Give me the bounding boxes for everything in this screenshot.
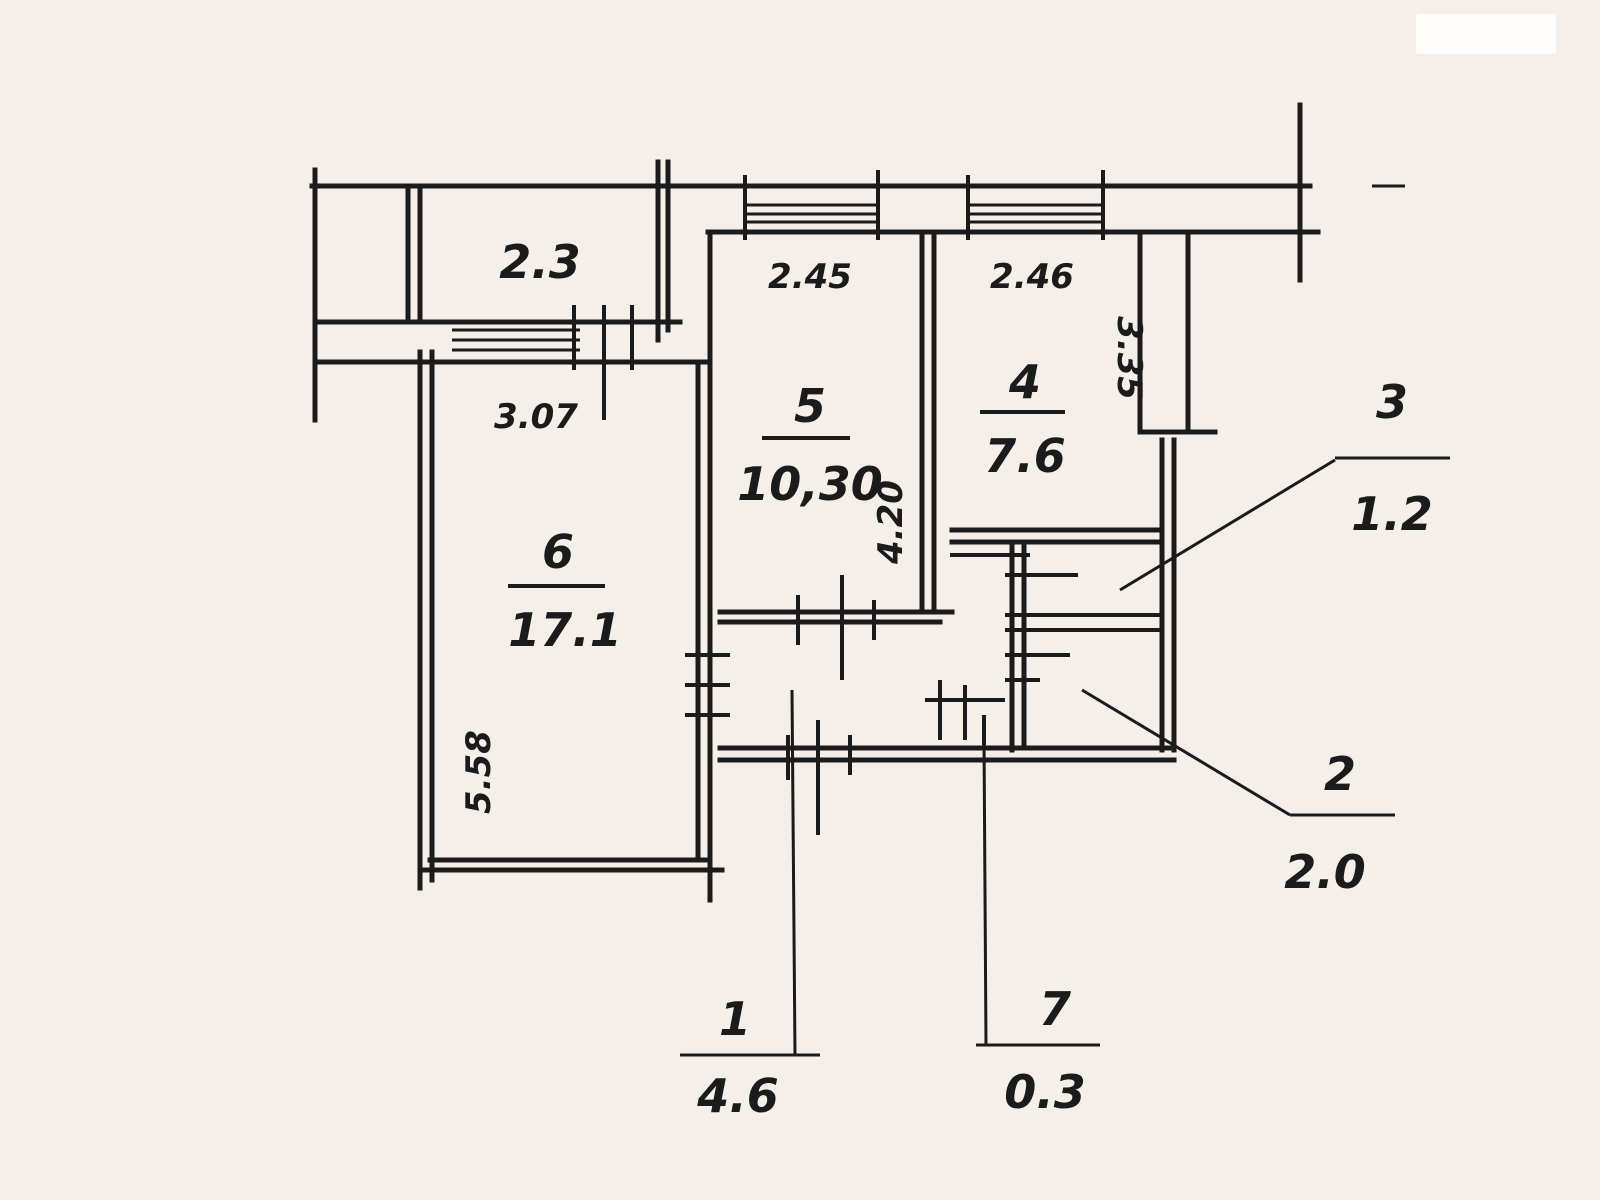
room-6-area: 17.1: [508, 603, 622, 657]
dim-room6-depth: 5.58: [459, 730, 499, 814]
dim-room4-depth: 3.35: [1109, 316, 1149, 400]
watermark-patch: [1416, 14, 1556, 54]
dim-room6-width: 3.07: [494, 397, 578, 437]
room-4-number: 4: [1008, 355, 1041, 409]
room-6-number: 6: [542, 525, 574, 579]
room-5-area: 10,30: [737, 457, 883, 511]
dim-room5-depth: 4.20: [871, 480, 911, 565]
room-5-number: 5: [794, 379, 826, 433]
room-3-area: 1.2: [1351, 487, 1433, 541]
fraction-bars: [508, 410, 1065, 588]
room-4-area: 7.6: [984, 429, 1066, 483]
room-7-area: 0.3: [1004, 1065, 1086, 1119]
room-3-number: 3: [1376, 375, 1408, 429]
walls: [309, 102, 1321, 903]
room-7-number: 7: [1039, 982, 1071, 1036]
room-2-number: 2: [1324, 747, 1356, 801]
dim-room5-width: 2.45: [768, 257, 852, 297]
dim-room4-width: 2.46: [990, 257, 1074, 297]
room-2-area: 2.0: [1284, 845, 1366, 899]
room-1-number: 1: [719, 992, 751, 1046]
balcony-area: 2.3: [499, 235, 581, 289]
room-1-area: 4.6: [696, 1069, 779, 1123]
leader-lines: [680, 184, 1450, 1057]
